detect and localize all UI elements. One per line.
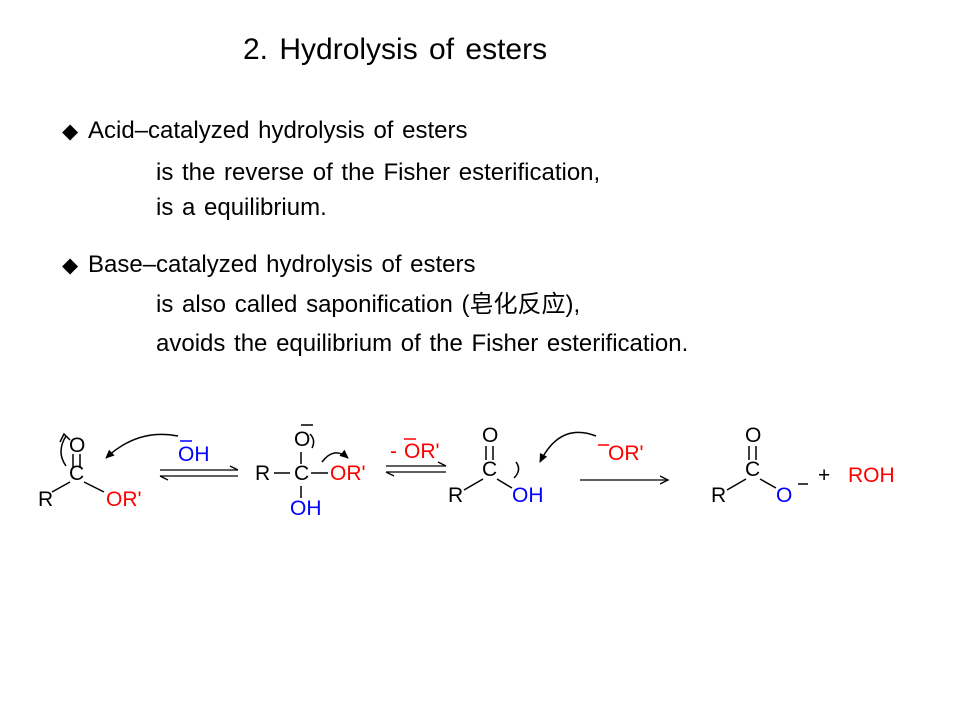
alcohol-product: ROH bbox=[848, 464, 895, 487]
bullet-heading: Base–catalyzed hydrolysis of esters bbox=[88, 251, 476, 278]
carboxylate-structure: O C R O bbox=[711, 424, 808, 507]
acid-r-group: R bbox=[448, 484, 463, 507]
ester-alkoxy-group: OR' bbox=[106, 488, 142, 511]
electron-flow-arrow bbox=[60, 435, 67, 467]
intermediate-r-group: R bbox=[255, 462, 270, 485]
arrow-head bbox=[59, 432, 71, 443]
leaving-group-arrow bbox=[321, 449, 349, 463]
bullet-heading: Acid–catalyzed hydrolysis of esters bbox=[88, 117, 468, 144]
intermediate-hydroxyl: OH bbox=[290, 497, 322, 520]
deprotonation-arrow bbox=[539, 431, 597, 463]
carboxylate-oxygen-anion: O bbox=[776, 484, 792, 507]
diamond-bullet-icon: ◆ bbox=[62, 254, 79, 277]
carboxylate-carbon: C bbox=[745, 458, 760, 481]
saponification-text-end: ), bbox=[565, 291, 581, 318]
reaction-arrow-head bbox=[659, 475, 670, 485]
acid-oh-bond bbox=[496, 478, 513, 489]
hydroxide-ion: OH bbox=[178, 440, 210, 466]
proton-transfer-arrow bbox=[513, 461, 520, 479]
ester-r-group: R bbox=[38, 488, 53, 511]
carboxylate-o-bond bbox=[759, 478, 777, 489]
electron-flow-arrow bbox=[309, 433, 315, 449]
tetrahedral-intermediate: O R C OR' OH bbox=[255, 424, 366, 520]
bullet-base-hydrolysis: ◆ Base–catalyzed hydrolysis of esters bbox=[62, 248, 476, 283]
ester-structure: O C R OR' bbox=[38, 432, 142, 511]
leaving-alkoxide: - OR' bbox=[390, 438, 440, 463]
intermediate-oxygen: O bbox=[294, 428, 310, 451]
ester-or-bond bbox=[83, 481, 105, 493]
ester-carbon: C bbox=[69, 462, 84, 485]
carboxylate-oxygen: O bbox=[745, 424, 761, 447]
alkoxide-label: OR' bbox=[608, 442, 644, 465]
leaving-minus-label: - bbox=[390, 440, 397, 463]
equilibrium-arrows bbox=[159, 465, 239, 481]
acid-hydroxyl: OH bbox=[512, 484, 544, 507]
acid-carbon: C bbox=[482, 458, 497, 481]
carboxylate-r-group: R bbox=[711, 484, 726, 507]
nucleophilic-attack-arrow bbox=[105, 433, 179, 459]
acid-carbonyl-oxygen: O bbox=[482, 424, 498, 447]
ester-carbonyl-oxygen: O bbox=[69, 434, 85, 457]
alkoxide-base: OR' bbox=[598, 442, 644, 465]
leaving-alkoxy-group: OR' bbox=[404, 440, 440, 463]
hydroxide-label: OH bbox=[178, 443, 210, 466]
equilibrium-arrows-2 bbox=[385, 461, 447, 477]
base-line-1: is also called saponification (皂化反应), bbox=[156, 287, 580, 322]
acid-line-2: is a equilibrium. bbox=[156, 194, 327, 221]
base-line-2: avoids the equilibrium of the Fisher est… bbox=[156, 330, 689, 357]
carboxylic-acid-structure: O C R OH bbox=[448, 424, 544, 507]
plus-sign: + bbox=[818, 464, 830, 487]
saponification-chinese-term: 皂化反应 bbox=[469, 290, 566, 318]
carboxylate-r-bond bbox=[726, 478, 747, 491]
bullet-acid-hydrolysis: ◆ Acid–catalyzed hydrolysis of esters bbox=[62, 114, 468, 149]
acid-line-1: is the reverse of the Fisher esterificat… bbox=[156, 159, 601, 186]
saponification-text: is also called saponification ( bbox=[156, 291, 470, 318]
diamond-bullet-icon: ◆ bbox=[62, 120, 79, 143]
intermediate-alkoxy-group: OR' bbox=[330, 462, 366, 485]
intermediate-carbon: C bbox=[294, 462, 309, 485]
ester-r-bond bbox=[51, 481, 71, 493]
acid-r-bond bbox=[463, 478, 484, 491]
slide-title: 2. Hydrolysis of esters bbox=[243, 33, 548, 66]
